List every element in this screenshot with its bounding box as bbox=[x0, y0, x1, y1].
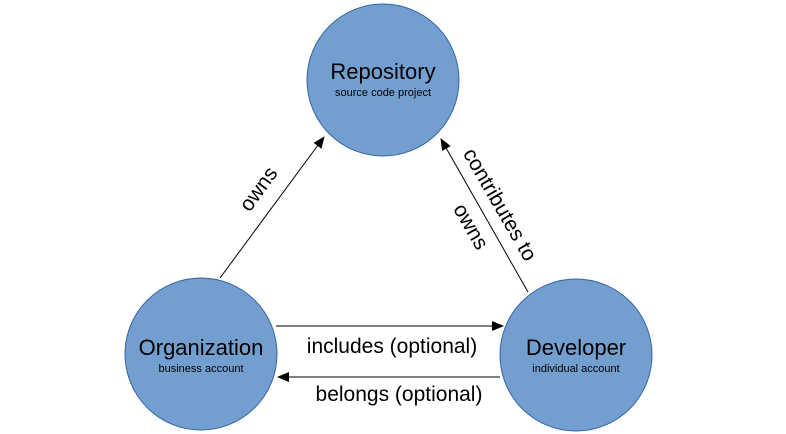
node-repository-title: Repository bbox=[330, 59, 435, 84]
node-repository-subtitle: source code project bbox=[335, 87, 431, 99]
edge-dev-belongs-org: belongs (optional) bbox=[277, 372, 500, 406]
node-organization-circle bbox=[124, 277, 278, 431]
edge-dev-belongs-org-label: belongs (optional) bbox=[316, 383, 483, 406]
node-organization-title: Organization bbox=[139, 335, 264, 360]
edge-org-includes-dev-label: includes (optional) bbox=[307, 335, 477, 358]
node-developer-title: Developer bbox=[526, 335, 626, 360]
edge-org-owns-repo-line bbox=[219, 136, 325, 279]
node-organization: Organization business account bbox=[124, 277, 278, 431]
edge-dev-owns-repo: owns bbox=[448, 200, 492, 254]
node-repository-circle bbox=[306, 3, 460, 157]
edge-org-includes-dev: includes (optional) bbox=[276, 321, 504, 358]
node-developer: Developer individual account bbox=[499, 278, 653, 432]
edge-org-owns-repo-label: owns bbox=[235, 163, 282, 216]
edge-org-owns-repo: owns bbox=[219, 136, 325, 279]
node-organization-subtitle: business account bbox=[159, 363, 244, 375]
node-developer-circle bbox=[499, 278, 653, 432]
edge-dev-contributes-repo-line bbox=[440, 138, 529, 293]
node-repository: Repository source code project bbox=[306, 3, 460, 157]
edge-dev-owns-repo-label: owns bbox=[448, 200, 492, 254]
node-developer-subtitle: individual account bbox=[532, 363, 619, 375]
